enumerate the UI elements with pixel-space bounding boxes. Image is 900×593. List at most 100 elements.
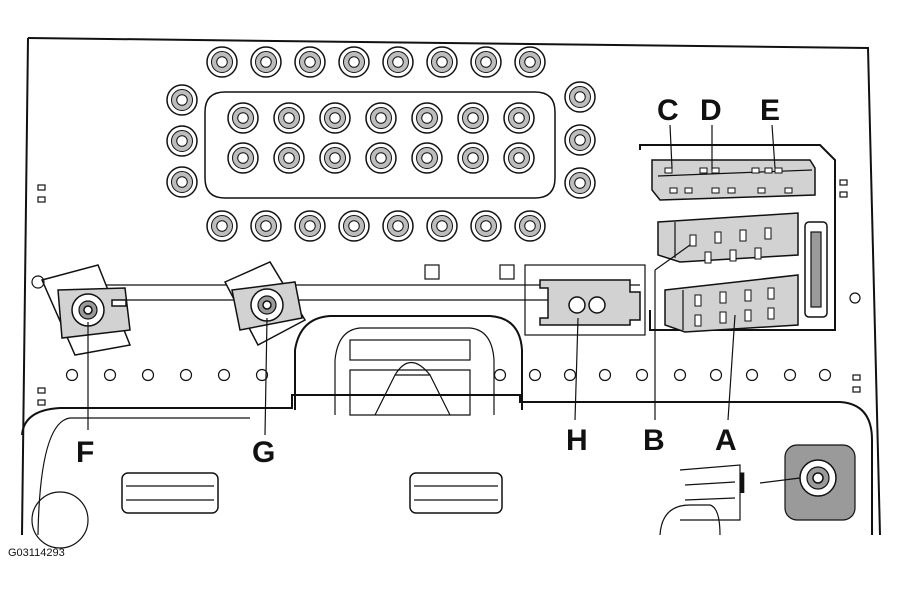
pin-socket — [564, 167, 596, 199]
callout-f: F — [76, 436, 94, 469]
pin-socket — [166, 84, 198, 116]
terminal-slot — [767, 287, 775, 300]
connector-h — [524, 264, 646, 336]
terminal-slot — [664, 167, 673, 174]
pin-socket — [206, 46, 238, 78]
terminal-slot — [719, 291, 727, 304]
mounting-hole — [598, 368, 612, 382]
pin-socket — [365, 142, 397, 174]
callout-g: G — [252, 436, 275, 469]
terminal-slot — [694, 314, 702, 327]
iso-connector-housing — [639, 144, 836, 333]
pin-socket — [319, 142, 351, 174]
pin-socket — [250, 210, 282, 242]
pin-socket — [470, 46, 502, 78]
bottom-tabs — [121, 472, 503, 514]
mounting-hole — [103, 368, 117, 382]
terminal-slot — [699, 167, 708, 174]
main-multipin-connector — [166, 46, 596, 242]
terminal-slot — [757, 187, 766, 194]
pin-socket — [227, 142, 259, 174]
pin-socket — [338, 210, 370, 242]
pin-socket — [382, 46, 414, 78]
pin-socket — [294, 46, 326, 78]
pin-socket — [514, 210, 546, 242]
mounting-hole — [783, 368, 797, 382]
pin-socket — [457, 142, 489, 174]
pin-socket — [294, 210, 326, 242]
pin-socket — [514, 46, 546, 78]
terminal-slot — [784, 187, 793, 194]
pin-socket — [338, 46, 370, 78]
mounting-hole — [709, 368, 723, 382]
pin-socket — [227, 102, 259, 134]
terminal-slot — [764, 167, 773, 174]
pin-socket — [166, 166, 198, 198]
mounting-hole — [141, 368, 155, 382]
pin-socket — [426, 46, 458, 78]
terminal-slot — [719, 311, 727, 324]
callout-c: C — [657, 94, 679, 127]
pin-socket — [166, 125, 198, 157]
terminal-slot — [744, 309, 752, 322]
terminal-slot — [767, 307, 775, 320]
mark-square — [424, 264, 440, 280]
mounting-hole — [673, 368, 687, 382]
mounting-hole — [65, 368, 79, 382]
pin-socket — [206, 210, 238, 242]
mounting-hole — [217, 368, 231, 382]
pin-socket — [250, 46, 282, 78]
pin-socket — [319, 102, 351, 134]
terminal-slot — [754, 247, 762, 260]
terminal-slot — [711, 187, 720, 194]
pin-socket — [426, 210, 458, 242]
pin-socket — [503, 102, 535, 134]
leader-lines — [87, 124, 801, 484]
figure-id: G03114293 — [8, 547, 65, 559]
pin-socket — [503, 142, 535, 174]
ground-stud-i — [659, 444, 856, 536]
housing-outline — [21, 37, 881, 549]
pin-socket — [457, 102, 489, 134]
callout-d: D — [700, 94, 722, 127]
terminal-slot — [727, 187, 736, 194]
terminal-slot — [774, 167, 783, 174]
terminal-slot — [739, 229, 747, 242]
pin-socket — [273, 142, 305, 174]
mounting-hole — [563, 368, 577, 382]
terminal-slot — [684, 187, 693, 194]
terminal-slot — [711, 167, 720, 174]
terminal-slot — [744, 289, 752, 302]
mounting-hole — [255, 368, 269, 382]
callout-b: B — [643, 424, 665, 457]
pin-socket — [365, 102, 397, 134]
mounting-hole — [528, 368, 542, 382]
callout-a: A — [715, 424, 737, 457]
terminal-slot — [714, 231, 722, 244]
terminal-slot — [694, 294, 702, 307]
callout-i: I — [738, 467, 746, 500]
terminal-slot — [729, 249, 737, 262]
pin-socket — [411, 142, 443, 174]
pin-socket — [564, 124, 596, 156]
pin-socket — [411, 102, 443, 134]
callout-e: E — [760, 94, 780, 127]
pin-socket — [273, 102, 305, 134]
terminal-slot — [689, 234, 697, 247]
mounting-hole — [493, 368, 507, 382]
terminal-slot — [751, 167, 760, 174]
mounting-hole — [179, 368, 193, 382]
mounting-hole — [745, 368, 759, 382]
antenna-connector-g — [223, 261, 307, 347]
pin-socket — [470, 210, 502, 242]
callout-h: H — [566, 424, 588, 457]
antenna-connector-f — [31, 264, 132, 356]
center-cutout — [294, 315, 523, 416]
mark-square — [499, 264, 515, 280]
mounting-hole — [635, 368, 649, 382]
terminal-slot — [669, 187, 678, 194]
pin-socket — [564, 81, 596, 113]
mounting-hole — [818, 368, 832, 382]
terminal-slot — [704, 251, 712, 264]
